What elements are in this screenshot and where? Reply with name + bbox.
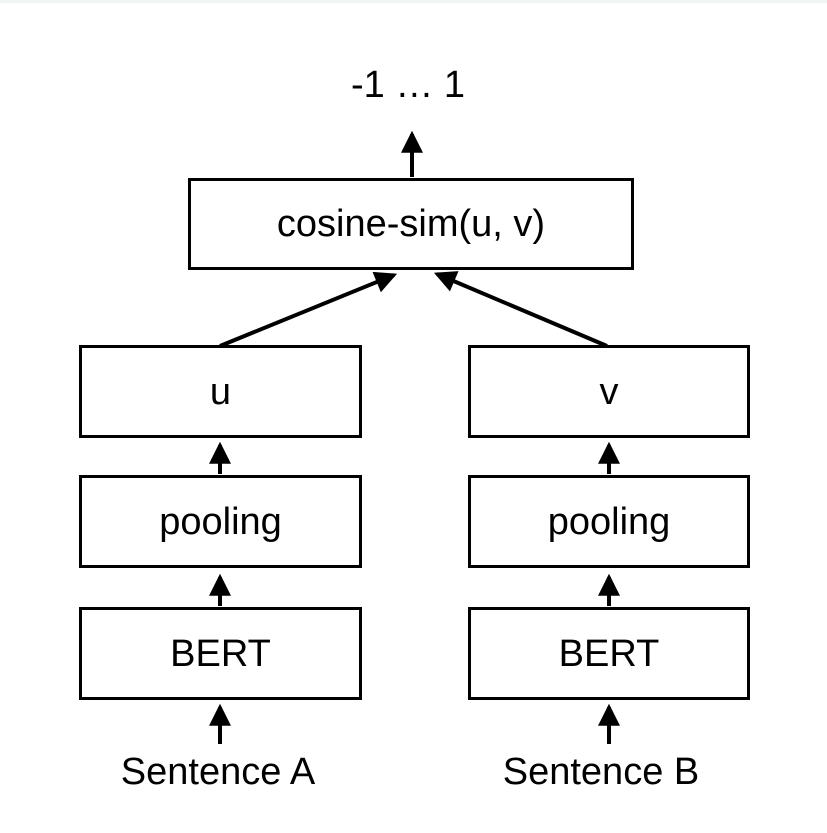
input-label-sentence-a: Sentence A bbox=[120, 751, 316, 793]
output-range-label: -1 … 1 bbox=[350, 64, 466, 106]
node-u-label: u bbox=[209, 370, 232, 413]
node-u-embedding: u bbox=[79, 345, 362, 438]
node-pooling-right: pooling bbox=[468, 475, 750, 568]
node-cosine-sim: cosine-sim(u, v) bbox=[188, 178, 634, 270]
input-label-sentence-b: Sentence B bbox=[502, 751, 700, 793]
node-bert-right: BERT bbox=[468, 607, 750, 700]
arrow-u-to-cosine bbox=[219, 271, 398, 348]
arrow-v-to-cosine bbox=[433, 271, 608, 348]
node-v-label: v bbox=[599, 370, 619, 413]
node-pooling-left-label: pooling bbox=[159, 500, 282, 543]
node-v-embedding: v bbox=[468, 345, 750, 438]
window-top-edge bbox=[0, 0, 827, 3]
node-pooling-right-label: pooling bbox=[547, 500, 671, 543]
node-pooling-left: pooling bbox=[79, 475, 362, 568]
node-bert-right-label: BERT bbox=[558, 632, 660, 675]
node-bert-left-label: BERT bbox=[170, 632, 271, 675]
node-cosine-sim-label: cosine-sim(u, v) bbox=[276, 203, 546, 245]
node-bert-left: BERT bbox=[79, 607, 362, 700]
